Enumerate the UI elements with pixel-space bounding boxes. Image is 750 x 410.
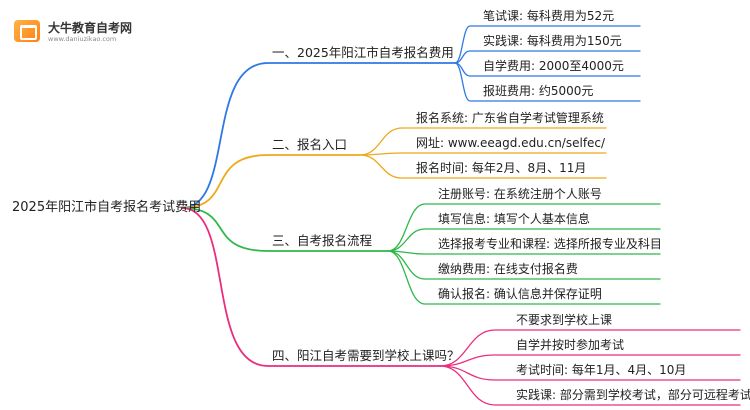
leaf-connector — [439, 365, 741, 406]
logo-name: 大牛教育自考网 — [48, 21, 133, 35]
leaf-connector — [387, 250, 661, 305]
leaf-item: 网址: www.eeagd.edu.cn/selfec/ — [416, 136, 606, 150]
leaf-item: 实践课: 每科费用为150元 — [483, 34, 622, 48]
leaf-connector — [439, 354, 741, 367]
leaf-item: 选择报考专业和课程: 选择所报专业及科目 — [438, 237, 662, 251]
leaf-item: 报名系统: 广东省自学考试管理系统 — [416, 111, 604, 125]
branch-process: 三、自考报名流程 — [272, 233, 373, 248]
leaf-item: 笔试课: 每科费用为52元 — [483, 9, 615, 23]
leaf-connector — [387, 250, 661, 280]
leaf-item: 不要求到学校上课 — [516, 313, 613, 327]
root-connector — [181, 207, 389, 252]
leaf-connector — [387, 250, 661, 255]
branch-fees: 一、2025年阳江市自考报名费用 — [272, 45, 454, 60]
leaf-connector — [359, 154, 607, 179]
leaf-item: 自学并按时参加考试 — [516, 338, 625, 352]
site-logo: 大牛教育自考网 www.daniuzikao.com — [14, 14, 154, 48]
branch-class: 四、阳江自考需要到学校上课吗？ — [272, 348, 460, 363]
leaf-connector — [454, 25, 641, 64]
root-connector — [181, 62, 456, 209]
leaf-connector — [454, 62, 641, 102]
root-topic: 2025年阳江市自考报名考试费用 — [12, 200, 202, 215]
leaf-connector — [359, 127, 607, 156]
leaf-item: 自学费用: 2000至4000元 — [483, 59, 624, 73]
leaf-item: 缴纳费用: 在线支付报名费 — [438, 262, 578, 276]
leaf-connector — [454, 50, 641, 64]
leaf-item: 报班费用: 约5000元 — [483, 84, 594, 98]
root-connector — [181, 154, 361, 209]
book-icon — [14, 20, 40, 42]
leaf-item: 实践课: 部分需到学校考试，部分可远程考试 — [516, 388, 750, 402]
leaf-item: 确认报名: 确认信息并保存证明 — [438, 287, 602, 301]
leaf-connector — [387, 203, 661, 252]
leaf-connector — [439, 365, 741, 381]
leaf-connector — [439, 329, 741, 367]
logo-url: www.daniuzikao.com — [48, 35, 117, 43]
root-connector — [181, 207, 441, 367]
leaf-item: 考试时间: 每年1月、4月、10月 — [516, 363, 687, 377]
leaf-item: 报名时间: 每年2月、8月、11月 — [416, 161, 587, 175]
leaf-connector — [387, 228, 661, 252]
branch-entry: 二、报名入口 — [272, 137, 348, 152]
leaf-connector — [359, 152, 607, 156]
leaf-item: 填写信息: 填写个人基本信息 — [438, 212, 590, 226]
leaf-item: 注册账号: 在系统注册个人账号 — [438, 187, 602, 201]
